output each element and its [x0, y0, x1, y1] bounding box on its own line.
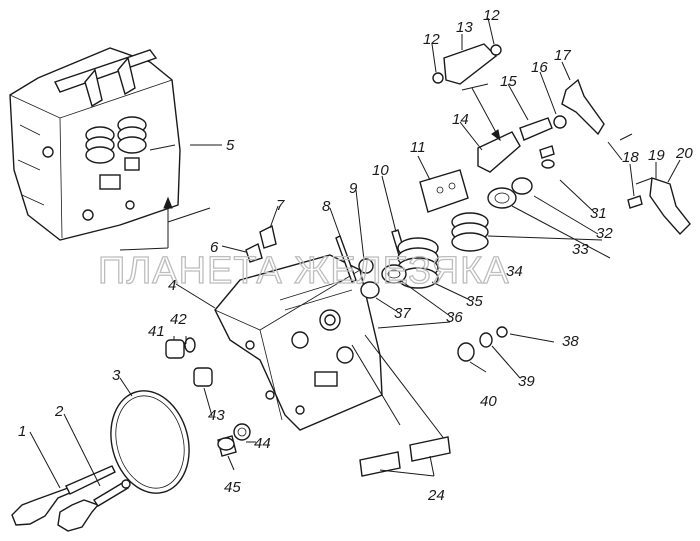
- callout-37: 37: [394, 305, 411, 322]
- small-parts-left: [165, 337, 251, 457]
- callout-45: 45: [224, 479, 241, 496]
- callout-35: 35: [466, 293, 483, 310]
- callout-9: 9: [349, 180, 358, 197]
- assembled-cylinder-head: [9, 47, 181, 241]
- callout-3: 3: [112, 367, 121, 384]
- callout-20: 20: [675, 145, 693, 162]
- callout-labels: 1 2 3 4 5 6 7 8 9 10 11 12 12 13 14 15 1…: [18, 7, 693, 504]
- valve-1: [11, 465, 116, 526]
- callout-40: 40: [480, 393, 497, 410]
- callout-42: 42: [170, 311, 187, 328]
- callout-33: 33: [572, 241, 589, 258]
- callout-18: 18: [622, 149, 639, 166]
- callout-17: 17: [554, 47, 571, 64]
- callout-31: 31: [590, 205, 607, 222]
- callout-41: 41: [148, 323, 165, 340]
- callout-19: 19: [648, 147, 665, 164]
- callout-32: 32: [596, 225, 613, 242]
- callout-12a: 12: [423, 31, 440, 48]
- callout-43: 43: [208, 407, 225, 424]
- callout-7: 7: [276, 197, 285, 214]
- callout-4: 4: [168, 277, 176, 294]
- callout-34: 34: [506, 263, 523, 280]
- assembly-arrow: [119, 196, 211, 251]
- head-springs: [85, 116, 147, 164]
- gasket-ring-3: [110, 390, 190, 494]
- rocker-assembly: [432, 43, 691, 236]
- exploded-cylinder-head: [214, 254, 446, 441]
- valve-guides-24: [359, 436, 451, 477]
- callout-38: 38: [562, 333, 579, 350]
- callout-24: 24: [427, 487, 445, 504]
- callout-36: 36: [446, 309, 463, 326]
- callout-1: 1: [18, 423, 26, 440]
- callout-39: 39: [518, 373, 535, 390]
- valve-2: [57, 479, 131, 532]
- callout-6: 6: [210, 239, 219, 256]
- callout-14: 14: [452, 111, 469, 128]
- callout-16: 16: [531, 59, 548, 76]
- callout-8: 8: [322, 198, 331, 215]
- valve-springs: [335, 145, 555, 299]
- callout-10: 10: [372, 162, 389, 179]
- callout-12b: 12: [483, 7, 500, 24]
- watermark: ПЛАНЕТА ЖЕЛЕЗЯКА: [98, 250, 510, 292]
- callout-44: 44: [254, 435, 271, 452]
- callout-15: 15: [500, 73, 517, 90]
- callout-2: 2: [54, 403, 64, 420]
- small-parts-right: [377, 321, 508, 362]
- callout-13: 13: [456, 19, 473, 36]
- callout-11: 11: [410, 139, 426, 156]
- leader-lines: [29, 17, 681, 489]
- small-parts-6-7: [245, 224, 277, 263]
- callout-5: 5: [226, 137, 235, 154]
